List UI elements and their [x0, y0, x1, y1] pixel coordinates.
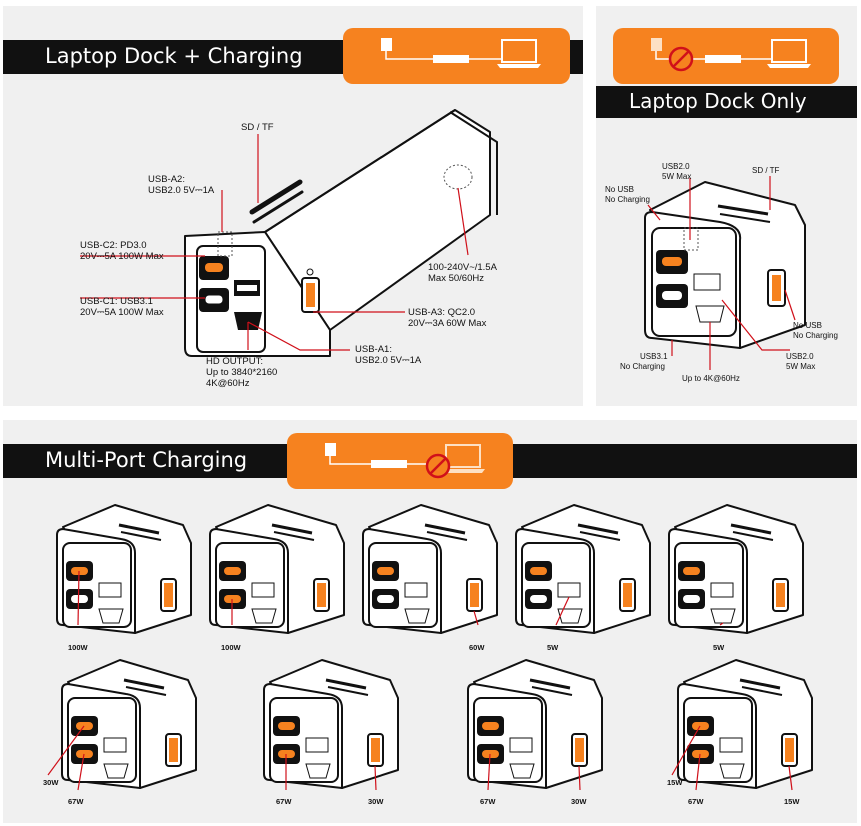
dock-device-dock-only	[644, 176, 806, 370]
label-sd-tf-dock-only: SD / TF	[752, 166, 780, 175]
label-usb-c1-title: USB-C1: USB3.1	[80, 296, 153, 307]
mini-usb-a1	[719, 737, 743, 753]
label-usb-c2-spec: 20V⎓5A 100W Max	[80, 251, 164, 262]
label-sd-tf: SD / TF	[241, 122, 274, 133]
label-usb-a1-spec: USB2.0 5V⎓1A	[355, 355, 422, 366]
label-hd-output-res: Up to 3840*2160	[206, 367, 278, 378]
no-charger-to-laptop-icon	[651, 38, 811, 72]
mini-usb-a1	[305, 737, 329, 753]
wattage-label-4: 5W	[547, 643, 559, 652]
mode-icon-box-dock-only	[613, 28, 839, 84]
mini-device-7	[263, 659, 399, 789]
label-ac-freq: Max 50/60Hz	[428, 273, 484, 284]
mini-leader-line	[47, 725, 85, 776]
label-usb-c1-spec: 20V⎓5A 100W Max	[80, 307, 164, 318]
label-usb-a2-title: USB-A2:	[148, 174, 185, 185]
wattage-label-6-bottom: 67W	[68, 797, 84, 806]
mini-device-2	[209, 504, 345, 634]
wattage-label-9-right: 15W	[784, 797, 800, 806]
label-hd-output-rate: 4K@60Hz	[206, 378, 250, 389]
mini-leader-line	[719, 622, 724, 626]
mode-icon-box-multi-port	[287, 433, 513, 489]
mini-leader-line	[788, 765, 793, 791]
mini-hd-port	[710, 608, 736, 624]
mini-leader-line	[77, 753, 85, 791]
label-no-usb-left: No USB	[605, 185, 634, 194]
charger-to-laptop-icon	[381, 38, 541, 68]
mini-usb-a1	[557, 582, 581, 598]
mini-hd-port	[719, 763, 745, 779]
mini-usb-a1	[509, 737, 533, 753]
label-usb-a2-spec: USB2.0 5V⎓1A	[148, 185, 215, 196]
mini-device-6	[61, 659, 197, 789]
mini-device-9	[677, 659, 813, 789]
label-no-charging-right: No Charging	[793, 331, 838, 340]
mini-leader-line	[671, 725, 701, 776]
mini-leader-line	[473, 610, 479, 626]
label-usb-a3-title: USB-A3: QC2.0	[408, 307, 476, 318]
mini-leader-line	[487, 753, 491, 791]
mini-usb-a1	[404, 582, 428, 598]
label-ac-input: 100-240V~/1.5A	[428, 262, 497, 273]
wattage-label-3: 60W	[469, 643, 485, 652]
mini-hd-port	[557, 608, 583, 624]
label-usb-a3-spec: 20V⎓3A 60W Max	[408, 318, 487, 329]
mini-leader-line	[77, 570, 80, 626]
title-laptop-dock-charging: Laptop Dock + Charging	[45, 44, 303, 68]
wattage-label-8-bottom: 67W	[480, 797, 496, 806]
mini-device-3	[362, 504, 498, 634]
wattage-label-5: 5W	[713, 643, 725, 652]
label-no-usb-right: No USB	[793, 321, 822, 330]
mini-leader-line	[578, 765, 581, 791]
mini-hd-port	[103, 763, 129, 779]
mini-usb-a1	[103, 737, 127, 753]
label-usb20-top-spec: 5W Max	[662, 172, 692, 181]
mini-device-4	[515, 504, 651, 634]
wattage-label-8-right: 30W	[571, 797, 587, 806]
wattage-label-9-side: 15W	[667, 778, 683, 787]
wattage-label-7-right: 30W	[368, 797, 384, 806]
mini-hd-port	[404, 608, 430, 624]
label-usb31: USB3.1	[640, 352, 668, 361]
mini-hd-port	[251, 608, 277, 624]
label-usb20-top-title: USB2.0	[662, 162, 690, 171]
mini-usb-a1	[251, 582, 275, 598]
label-usb-c2-title: USB-C2: PD3.0	[80, 240, 147, 251]
mini-hd-port	[98, 608, 124, 624]
mode-icon-box-dock-charging	[343, 28, 570, 84]
mini-leader-line	[374, 765, 377, 791]
label-no-charging-left: No Charging	[605, 195, 650, 204]
label-usb20-bottom-title: USB2.0	[786, 352, 814, 361]
dock-device-large	[80, 109, 498, 357]
wattage-label-9-bottom: 67W	[688, 797, 704, 806]
wattage-label-2: 100W	[221, 643, 241, 652]
label-usb20-bottom-spec: 5W Max	[786, 362, 816, 371]
label-hd-output-title: HD OUTPUT:	[206, 356, 263, 367]
title-laptop-dock-only: Laptop Dock Only	[629, 89, 807, 113]
mini-device-5	[668, 504, 804, 634]
mini-leader-line	[695, 753, 701, 791]
mini-usb-a1	[98, 582, 122, 598]
label-usb-a1-title: USB-A1:	[355, 344, 392, 355]
wattage-label-1: 100W	[68, 643, 88, 652]
mini-device-8	[467, 659, 603, 789]
label-usb31-no-charging: No Charging	[620, 362, 665, 371]
title-multi-port-charging: Multi-Port Charging	[45, 448, 248, 472]
mini-leader-line	[555, 596, 570, 626]
label-hd-4k: Up to 4K@60Hz	[682, 374, 740, 383]
mini-hd-port	[305, 763, 331, 779]
wattage-label-6-side: 30W	[43, 778, 59, 787]
mini-hd-port	[509, 763, 535, 779]
mini-usb-a1	[710, 582, 734, 598]
charger-no-laptop-icon	[325, 443, 485, 479]
mini-device-1	[56, 504, 192, 634]
wattage-label-7-bottom: 67W	[276, 797, 292, 806]
banner-laptop-dock-only: Laptop Dock Only	[596, 86, 857, 118]
